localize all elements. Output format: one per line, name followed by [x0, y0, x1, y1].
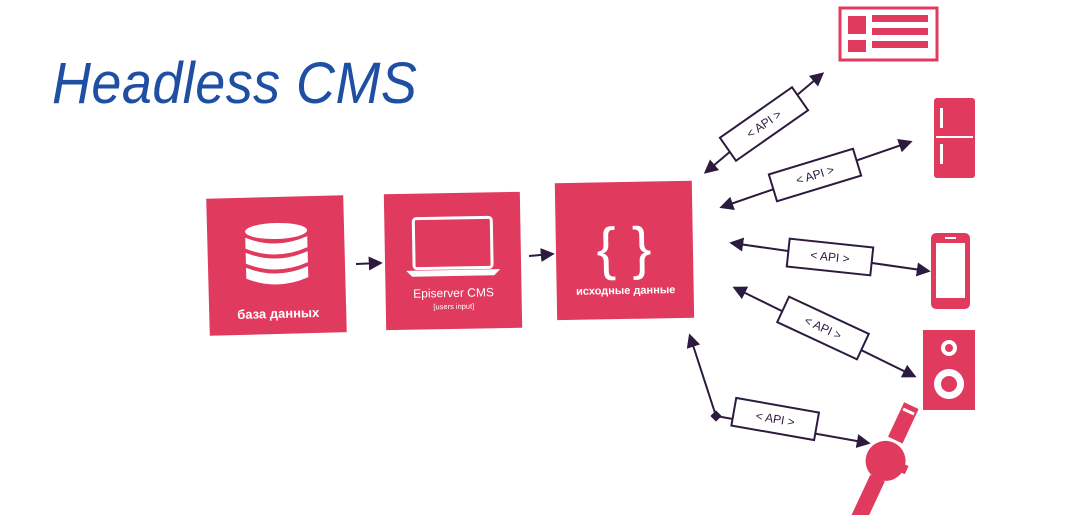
api-connection-2: < API >: [719, 139, 913, 210]
cms-box: Episerver CMS [users input]: [383, 191, 523, 331]
api-label-5: < API >: [755, 409, 796, 430]
api-label-3: < API >: [810, 248, 851, 266]
cms-label: Episerver CMS: [413, 285, 494, 300]
api-connection-5: < API >: [686, 333, 871, 448]
database-box: база данных: [206, 195, 347, 336]
cms-sublabel: [users input]: [433, 302, 474, 312]
speaker-icon: [923, 330, 975, 410]
api-box-4: [775, 295, 871, 361]
smartphone-icon: [931, 233, 970, 309]
api-connection-1: < API >: [703, 72, 825, 174]
source-data-box: { } исходные данные: [554, 180, 695, 321]
database-icon: [245, 222, 309, 285]
curly-braces-icon: { }: [596, 216, 652, 282]
api-connection-4: < API >: [732, 286, 917, 378]
database-label: база данных: [237, 305, 320, 322]
laptop-icon: [406, 215, 501, 277]
api-connection-3: < API >: [729, 237, 931, 277]
arrow-db-to-cms: [355, 256, 383, 271]
page-title: Headless CMS: [52, 51, 418, 116]
api-box-3: [785, 237, 875, 277]
svg-text:{ }: { }: [596, 216, 652, 282]
api-box-2: [767, 147, 863, 203]
arrow-cms-to-source: [528, 247, 555, 262]
website-icon: [838, 6, 939, 62]
api-box-5: [730, 396, 821, 442]
source-data-label: исходные данные: [576, 284, 675, 298]
smartwatch-icon: [851, 402, 919, 515]
fridge-icon: [934, 98, 975, 178]
